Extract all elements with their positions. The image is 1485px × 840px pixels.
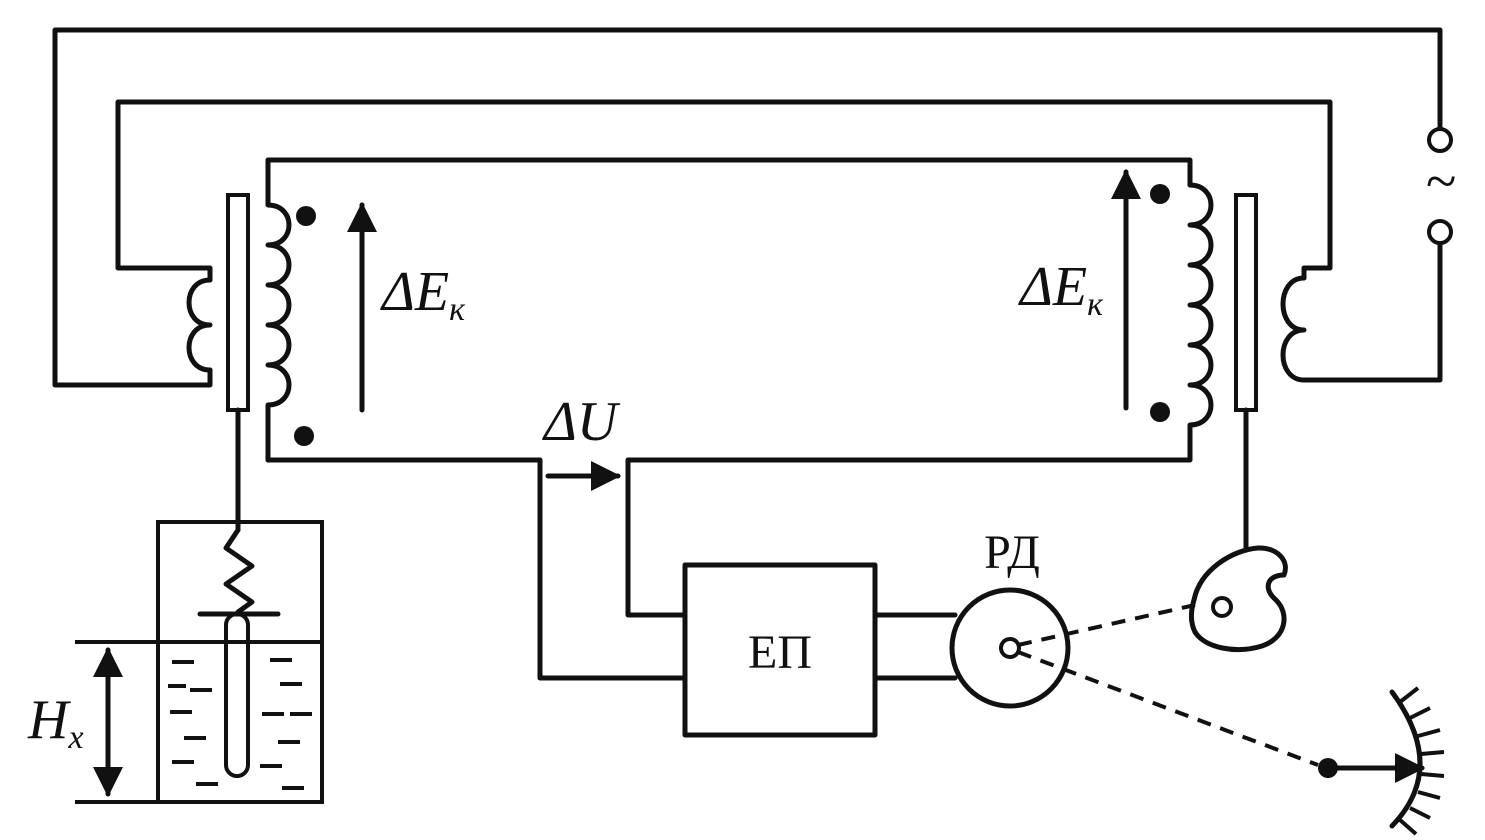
ac-source-label: ~ [1426,151,1456,213]
indicator-scale-icon [1389,689,1423,829]
motor-cam-link [1017,603,1196,647]
cam-icon [1189,545,1288,652]
secondary-right-bottom-wire [625,427,1193,618]
left-polarity-dot-bottom [294,426,314,446]
liquid-tank [156,520,324,804]
liquid-hatching [168,658,312,790]
left-secondary-coil-icon [265,157,292,463]
right-polarity-dot-top [1150,184,1170,204]
amplifier-block [682,562,878,738]
left-emf-label: ΔEк [380,261,466,328]
right-transducer-core [1234,193,1258,412]
secondary-top-wire [265,157,1193,188]
float-probe [224,612,250,778]
ac-terminal-top [1427,127,1453,153]
scale-ticks [1398,686,1445,836]
motor-shaft [999,637,1021,659]
ac-terminal-bottom [1427,219,1453,245]
left-transducer-core [226,193,250,412]
motor-pointer-link [1017,650,1319,767]
level-label: Hx [27,689,84,756]
spring-icon [223,527,255,615]
secondary-left-bottom-wire [265,457,688,681]
right-primary-coil-icon [1280,275,1307,383]
left-polarity-dot-top [296,206,316,226]
left-primary-coil-icon [186,277,213,373]
cam-pivot [1211,596,1233,618]
outer-supply-wire [52,27,1443,388]
right-primary-return-wire [1301,242,1443,383]
amplifier-label: ЕП [748,626,812,679]
motor-label: РД [984,526,1040,579]
voltage-difference-label: ΔU [542,391,621,453]
right-secondary-coil-icon [1187,182,1214,433]
reversible-motor [949,587,1071,709]
right-polarity-dot-bottom [1150,402,1170,422]
right-emf-label: ΔEк [1018,256,1104,323]
inner-supply-wire [115,99,1333,283]
